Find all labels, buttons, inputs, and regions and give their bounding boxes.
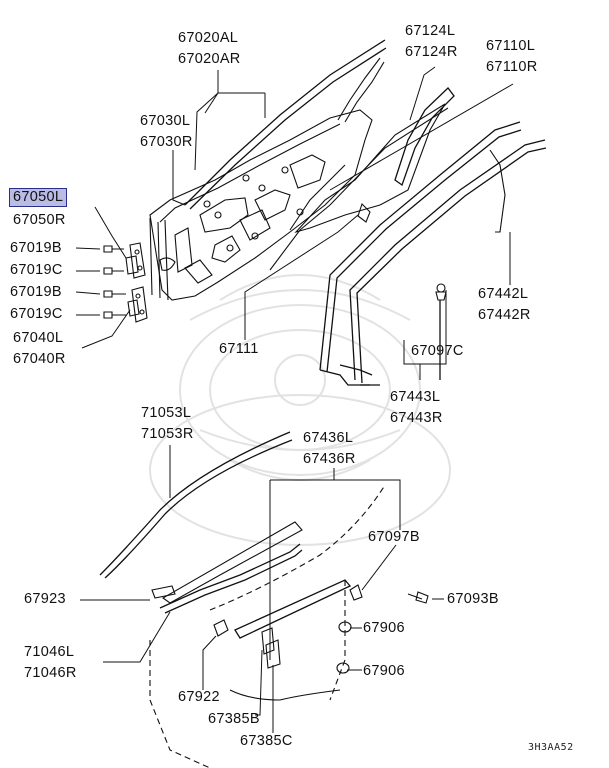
part-label-67093B[interactable]: 67093B <box>447 591 499 607</box>
weatherstrip <box>319 121 547 386</box>
part-label-67050R[interactable]: 67050R <box>13 212 66 228</box>
part-label-67385C[interactable]: 67385C <box>240 733 293 749</box>
part-label-67436R[interactable]: 67436R <box>303 451 356 467</box>
diagram-code: 3H3AA52 <box>528 742 574 753</box>
part-label-67442L[interactable]: 67442L <box>478 286 529 302</box>
part-label-67923[interactable]: 67923 <box>24 591 66 607</box>
part-label-67040R[interactable]: 67040R <box>13 351 66 367</box>
leader-lines <box>75 66 514 733</box>
part-label-67097C[interactable]: 67097C <box>411 343 464 359</box>
part-label-67906[interactable]: 67906 <box>363 620 405 636</box>
part-label-71046L[interactable]: 71046L <box>24 644 75 660</box>
part-label-67443L[interactable]: 67443L <box>390 389 441 405</box>
part-label-67019C[interactable]: 67019C <box>10 262 63 278</box>
lower-glass-assembly <box>99 431 429 768</box>
door-panel <box>149 39 387 301</box>
part-label-67906[interactable]: 67906 <box>363 663 405 679</box>
part-label-67111[interactable]: 67111 <box>219 341 259 357</box>
part-label-67442R[interactable]: 67442R <box>478 307 531 323</box>
door-glass <box>269 103 449 271</box>
part-label-67030R[interactable]: 67030R <box>140 134 193 150</box>
part-label-67922[interactable]: 67922 <box>178 689 220 705</box>
part-label-67030L[interactable]: 67030L <box>140 113 191 129</box>
part-label-71053L[interactable]: 71053L <box>141 405 192 421</box>
part-label-67443R[interactable]: 67443R <box>390 410 443 426</box>
part-label-67385B[interactable]: 67385B <box>208 711 260 727</box>
part-label-67124R[interactable]: 67124R <box>405 44 458 60</box>
part-label-71053R[interactable]: 71053R <box>141 426 194 442</box>
door-hinges <box>103 242 148 323</box>
part-label-67020AR[interactable]: 67020AR <box>178 51 241 67</box>
part-label-67050L-selected[interactable]: 67050L <box>9 188 68 207</box>
part-label-67040L[interactable]: 67040L <box>13 330 64 346</box>
glass-run-channel <box>394 87 455 187</box>
part-label-67436L[interactable]: 67436L <box>303 430 354 446</box>
part-label-67097B[interactable]: 67097B <box>368 529 420 545</box>
part-label-67019B[interactable]: 67019B <box>10 284 62 300</box>
part-label-67124L[interactable]: 67124L <box>405 23 456 39</box>
part-label-71046R[interactable]: 71046R <box>24 665 77 681</box>
part-label-67020AL[interactable]: 67020AL <box>178 30 239 46</box>
part-label-67019B[interactable]: 67019B <box>10 240 62 256</box>
watermark-emblem <box>149 274 451 546</box>
part-label-67110R[interactable]: 67110R <box>486 59 538 75</box>
part-label-67019C[interactable]: 67019C <box>10 306 63 322</box>
part-label-67110L[interactable]: 67110L <box>486 38 536 54</box>
